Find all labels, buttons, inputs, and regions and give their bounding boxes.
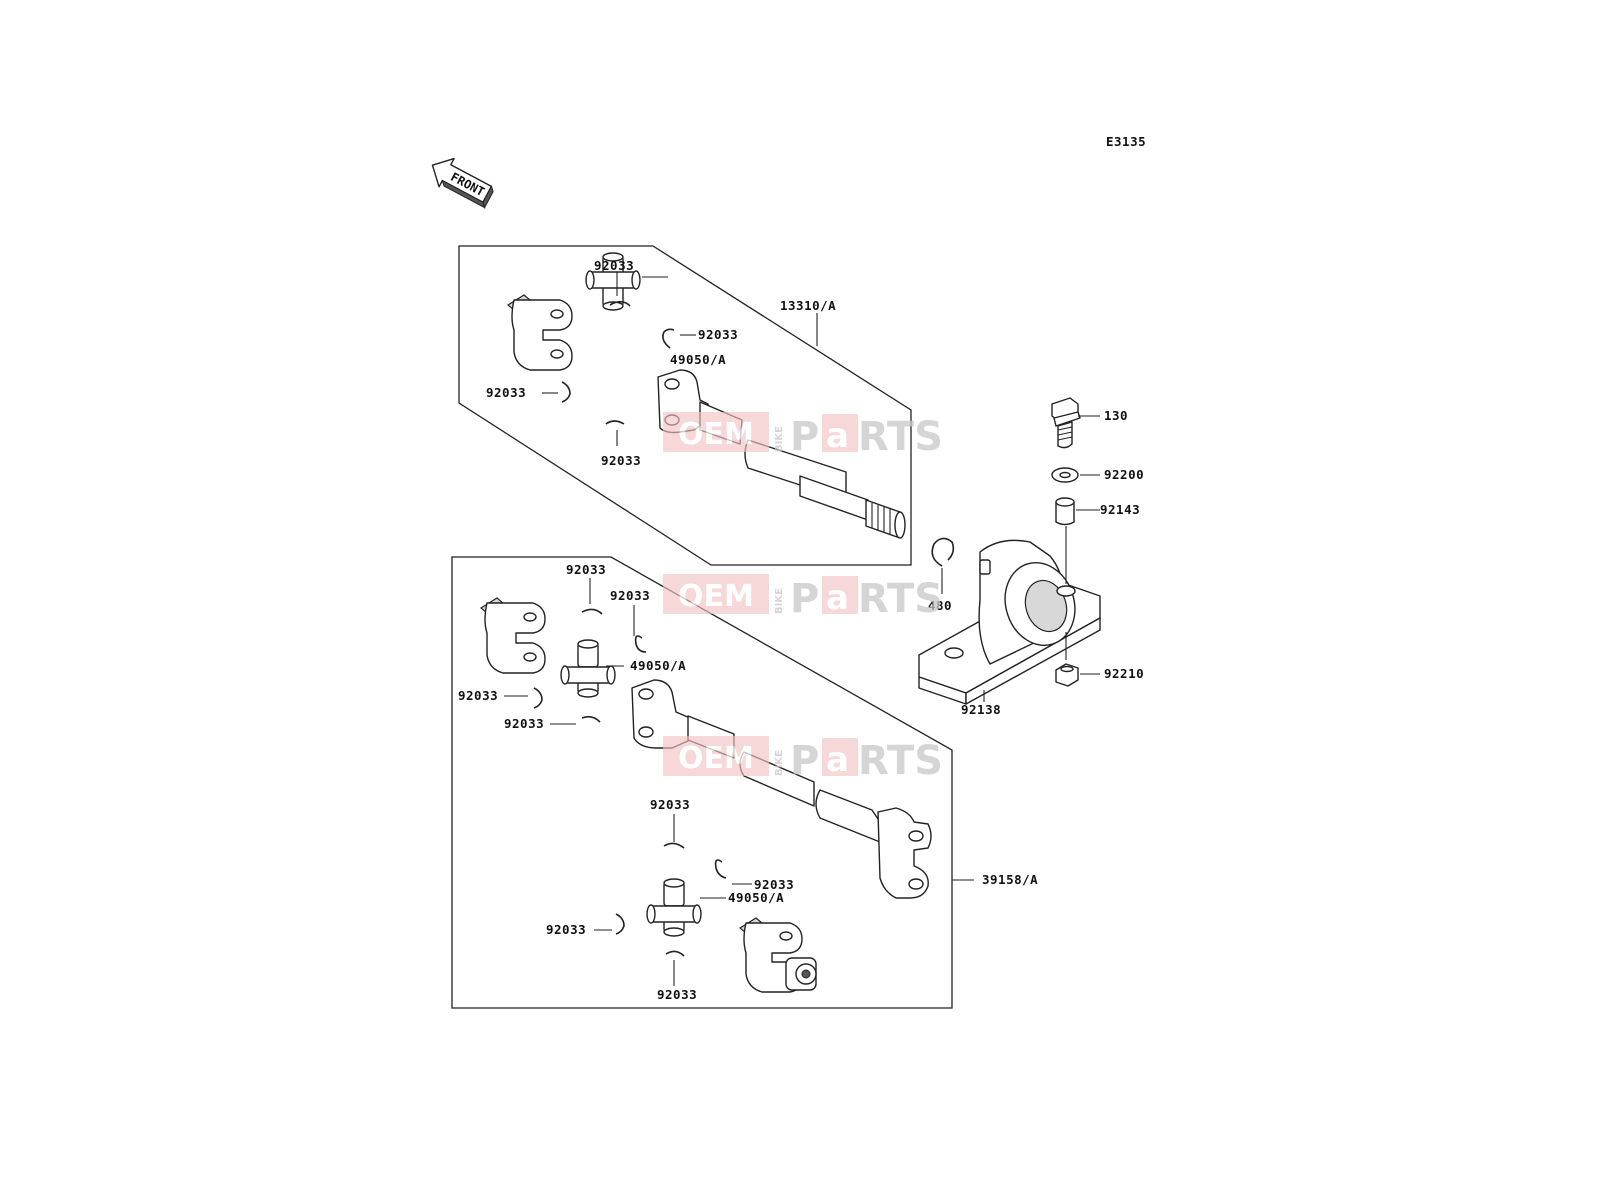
- watermark-p: P: [790, 738, 819, 784]
- circlip-t2: [662, 328, 675, 349]
- callout-92033-b3: 92033: [546, 922, 586, 937]
- callout-49050-mid: 49050/A: [630, 658, 686, 673]
- yoke-splined-rear: [738, 917, 817, 993]
- watermark-oem: OEM: [678, 741, 754, 776]
- callout-13310: 13310/A: [780, 298, 836, 313]
- callout-49050-bot: 49050/A: [728, 890, 784, 905]
- watermark-bike: BIKE: [774, 426, 785, 452]
- watermark-rts: RTS: [858, 738, 943, 784]
- watermark-oem: OEM: [678, 417, 754, 452]
- shaft-assembly-front-frame: [458, 245, 912, 566]
- callout-92033-m1: 92033: [566, 562, 606, 577]
- callout-92033-t2: 92033: [698, 327, 738, 342]
- circlip-m1: [581, 608, 603, 615]
- watermark-p: P: [790, 576, 819, 622]
- circlip-b3: [615, 913, 625, 935]
- circlip-m4: [581, 715, 601, 723]
- callout-49050-top: 49050/A: [670, 352, 726, 367]
- bolt-icon: [1051, 397, 1081, 449]
- circlip-b1: [663, 842, 685, 849]
- circlip-b4: [665, 950, 685, 957]
- circlip-b2: [714, 859, 727, 879]
- watermark-a: a: [826, 740, 849, 780]
- shaft-assembly-rear-frame: [451, 556, 953, 1009]
- watermark-rts: RTS: [858, 576, 943, 622]
- watermark-middle: OEM BIKE P a RTS: [663, 574, 943, 622]
- callout-92033-m4: 92033: [504, 716, 544, 731]
- watermark-bike: BIKE: [774, 750, 785, 776]
- circlip-m2: [634, 635, 647, 653]
- front-arrow-icon: FRONT: [431, 157, 494, 209]
- callout-92143: 92143: [1100, 502, 1140, 517]
- watermark-bike: BIKE: [774, 588, 785, 614]
- universal-joint-front: [585, 252, 641, 311]
- universal-joint-rear-front: [560, 639, 616, 698]
- watermark-oem: OEM: [678, 579, 754, 614]
- nut-icon: [1055, 663, 1079, 687]
- callout-130: 130: [1104, 408, 1128, 423]
- universal-joint-rear-rear: [646, 878, 702, 937]
- diagram-code: E3135: [1106, 134, 1146, 149]
- snap-ring-icon: [931, 537, 955, 567]
- watermark-top: OEM BIKE P a RTS: [663, 412, 943, 460]
- callout-92033-t4: 92033: [601, 453, 641, 468]
- watermark-bottom: OEM BIKE P a RTS: [663, 736, 943, 784]
- callout-92033-b1: 92033: [650, 797, 690, 812]
- callout-39158: 39158/A: [982, 872, 1038, 887]
- callout-92138: 92138: [961, 702, 1001, 717]
- watermark-a: a: [826, 416, 849, 456]
- collar-icon: [1055, 497, 1075, 526]
- drive-shaft-rear: [631, 679, 932, 899]
- callout-92033-t3: 92033: [486, 385, 526, 400]
- circlip-t4: [605, 420, 625, 425]
- yoke-front: [506, 294, 573, 371]
- callout-92210: 92210: [1104, 666, 1144, 681]
- callout-92033-t1: 92033: [594, 258, 634, 273]
- watermark-p: P: [790, 414, 819, 460]
- washer-icon: [1051, 467, 1079, 483]
- callout-92200: 92200: [1104, 467, 1144, 482]
- circlip-t1: [609, 300, 631, 307]
- callout-92033-b2: 92033: [754, 877, 794, 892]
- callout-480: 480: [928, 598, 952, 613]
- callout-92033-b4: 92033: [657, 987, 697, 1002]
- circlip-m3: [533, 687, 543, 709]
- circlip-t3: [561, 381, 571, 403]
- watermark-rts: RTS: [858, 414, 943, 460]
- yoke-rear-loose: [479, 597, 546, 674]
- watermark-a: a: [826, 578, 849, 618]
- callout-92033-m2: 92033: [610, 588, 650, 603]
- callout-92033-m3: 92033: [458, 688, 498, 703]
